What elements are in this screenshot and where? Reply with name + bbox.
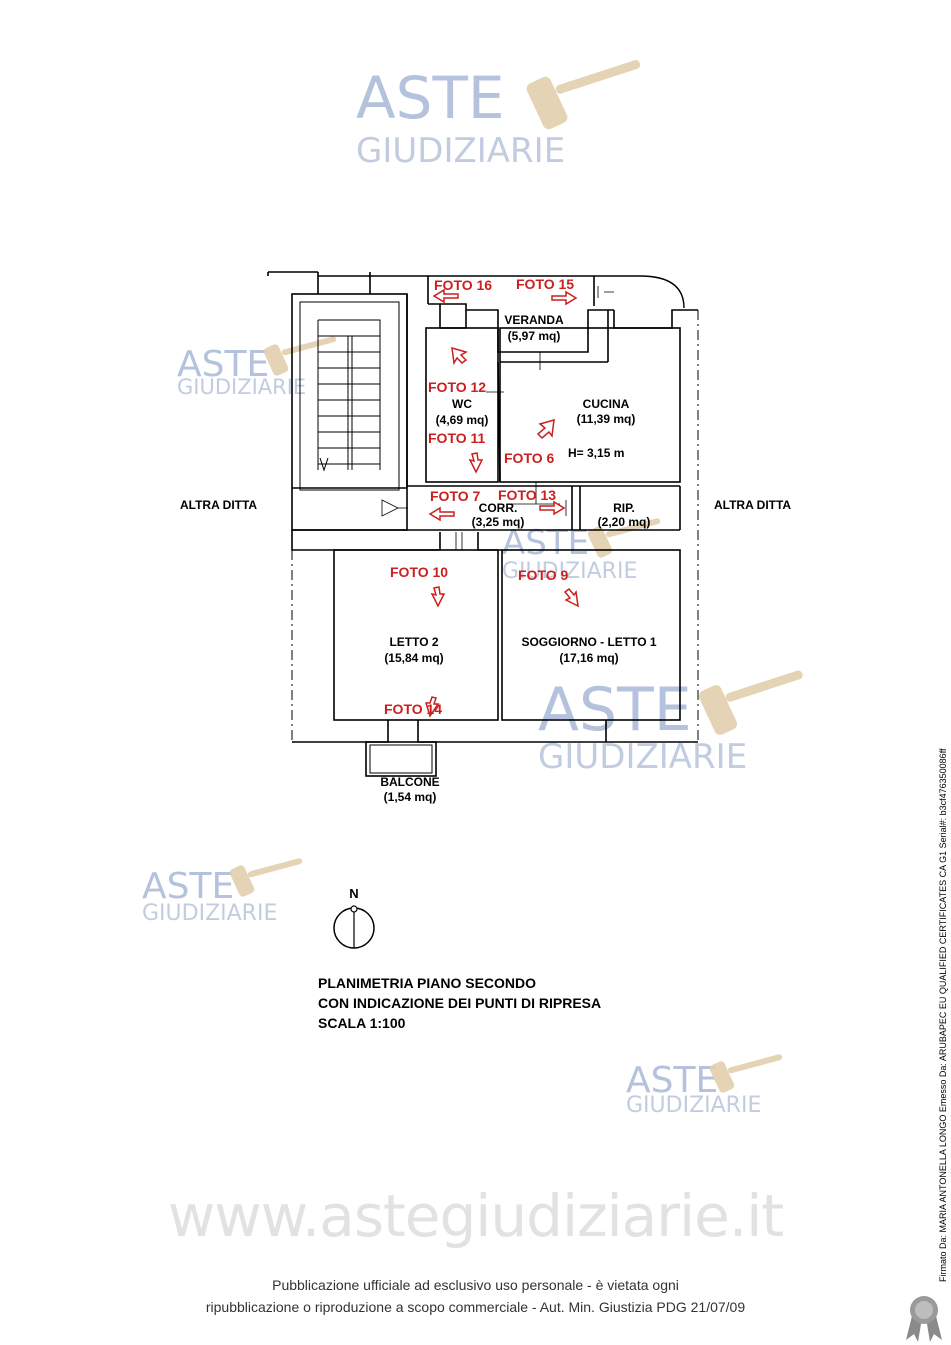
caption-line-3: SCALA 1:100 <box>318 1015 406 1031</box>
property-boundaries <box>291 310 699 742</box>
veranda-area: (5,97 mq) <box>508 329 561 343</box>
caption-line-2: CON INDICAZIONE DEI PUNTI DI RIPRESA <box>318 995 602 1011</box>
footer-notice: Pubblicazione ufficiale ad esclusivo uso… <box>0 1274 951 1318</box>
seal-badge-icon <box>906 1296 942 1342</box>
arrow-foto14-icon <box>424 696 440 718</box>
svg-text:ASTE: ASTE <box>502 523 589 563</box>
foto-9-label: FOTO 9 <box>518 567 569 583</box>
balcone-area: (1,54 mq) <box>384 790 437 804</box>
arrow-foto6-icon <box>536 418 555 440</box>
arrow-foto7-icon <box>428 506 455 522</box>
foto-10-label: FOTO 10 <box>390 564 448 580</box>
arrow-foto13-icon <box>539 500 566 516</box>
cucina-name: CUCINA <box>583 397 630 411</box>
letto2-area: (15,84 mq) <box>384 651 443 665</box>
svg-text:ASTE: ASTE <box>142 866 234 907</box>
gavel-icon <box>698 670 803 735</box>
wc-name: WC <box>452 397 472 411</box>
corr-area: (3,25 mq) <box>472 515 525 529</box>
foto-7-label: FOTO 7 <box>430 488 481 504</box>
gavel-icon <box>263 336 337 376</box>
arrow-foto10-icon <box>430 586 446 608</box>
svg-text:GIUDIZIARIE: GIUDIZIARIE <box>626 1093 761 1118</box>
soggiorno-area: (17,16 mq) <box>559 651 618 665</box>
svg-text:GIUDIZIARIE: GIUDIZIARIE <box>356 131 565 171</box>
aste-logo-lower-right: ASTE GIUDIZIARIE <box>626 1054 783 1118</box>
gavel-icon <box>526 60 641 130</box>
arrow-foto16-icon <box>432 288 459 304</box>
caption-line-1: PLANIMETRIA PIANO SECONDO <box>318 975 537 991</box>
aste-logo-left: ASTE GIUDIZIARIE <box>177 336 337 399</box>
veranda-name: VERANDA <box>504 313 564 327</box>
walls <box>267 271 698 777</box>
cucina-area: (11,39 mq) <box>577 412 636 426</box>
neighbor-right-label: ALTRA DITTA <box>714 498 791 512</box>
footer-line-2: ripubblicazione o riproduzione a scopo c… <box>205 1299 746 1315</box>
svg-text:ASTE: ASTE <box>538 675 692 745</box>
arrow-foto15-icon <box>551 290 578 306</box>
rip-name: RIP. <box>613 501 635 515</box>
photo-arrows <box>424 288 579 718</box>
aste-logo-top: ASTE GIUDIZIARIE <box>356 60 641 171</box>
foto-16-label: FOTO 16 <box>434 277 492 293</box>
foto-13-label: FOTO 13 <box>498 487 556 503</box>
foto-12-label: FOTO 12 <box>428 379 486 395</box>
cucina-height: H= 3,15 m <box>568 446 624 460</box>
arrow-foto9-icon <box>563 587 579 608</box>
corr-name: CORR. <box>479 501 518 515</box>
gavel-icon <box>229 858 303 897</box>
site-watermark: www.astegiudiziarie.it <box>167 1182 784 1250</box>
digital-signature-text: Firmato Da: MARIA ANTONELLA LONGO Emesso… <box>938 748 948 1282</box>
north-label: N <box>349 886 358 901</box>
arrow-foto12-icon <box>451 346 468 366</box>
svg-text:ASTE: ASTE <box>177 344 269 385</box>
rip-area: (2,20 mq) <box>598 515 651 529</box>
foto-11-label: FOTO 11 <box>428 430 486 446</box>
neighbor-left-label: ALTRA DITTA <box>180 498 257 512</box>
soggiorno-name: SOGGIORNO - LETTO 1 <box>521 635 656 649</box>
svg-text:ASTE: ASTE <box>356 64 505 132</box>
svg-text:GIUDIZIARIE: GIUDIZIARIE <box>142 901 277 926</box>
foto-14-label: FOTO 14 <box>384 701 442 717</box>
foto-6-label: FOTO 6 <box>504 450 555 466</box>
svg-text:ASTE: ASTE <box>626 1060 718 1101</box>
staircase <box>317 319 381 472</box>
balcone-name: BALCONE <box>380 775 439 789</box>
wc-area: (4,69 mq) <box>436 413 489 427</box>
arrow-foto11-icon <box>468 452 484 474</box>
north-arrow-icon <box>333 905 375 949</box>
openings <box>381 286 614 721</box>
plan-caption: PLANIMETRIA PIANO SECONDO CON INDICAZION… <box>318 973 601 1033</box>
foto-15-label: FOTO 15 <box>516 276 574 292</box>
footer-line-1: Pubblicazione ufficiale ad esclusivo uso… <box>272 1277 679 1293</box>
gavel-icon <box>709 1054 783 1093</box>
svg-text:GIUDIZIARIE: GIUDIZIARIE <box>177 375 306 399</box>
svg-text:GIUDIZIARIE: GIUDIZIARIE <box>538 737 747 777</box>
letto2-name: LETTO 2 <box>389 635 438 649</box>
aste-logo-right: ASTE GIUDIZIARIE <box>538 670 803 777</box>
svg-text:GIUDIZIARIE: GIUDIZIARIE <box>502 559 637 584</box>
aste-logo-lower-left: ASTE GIUDIZIARIE <box>142 858 303 926</box>
